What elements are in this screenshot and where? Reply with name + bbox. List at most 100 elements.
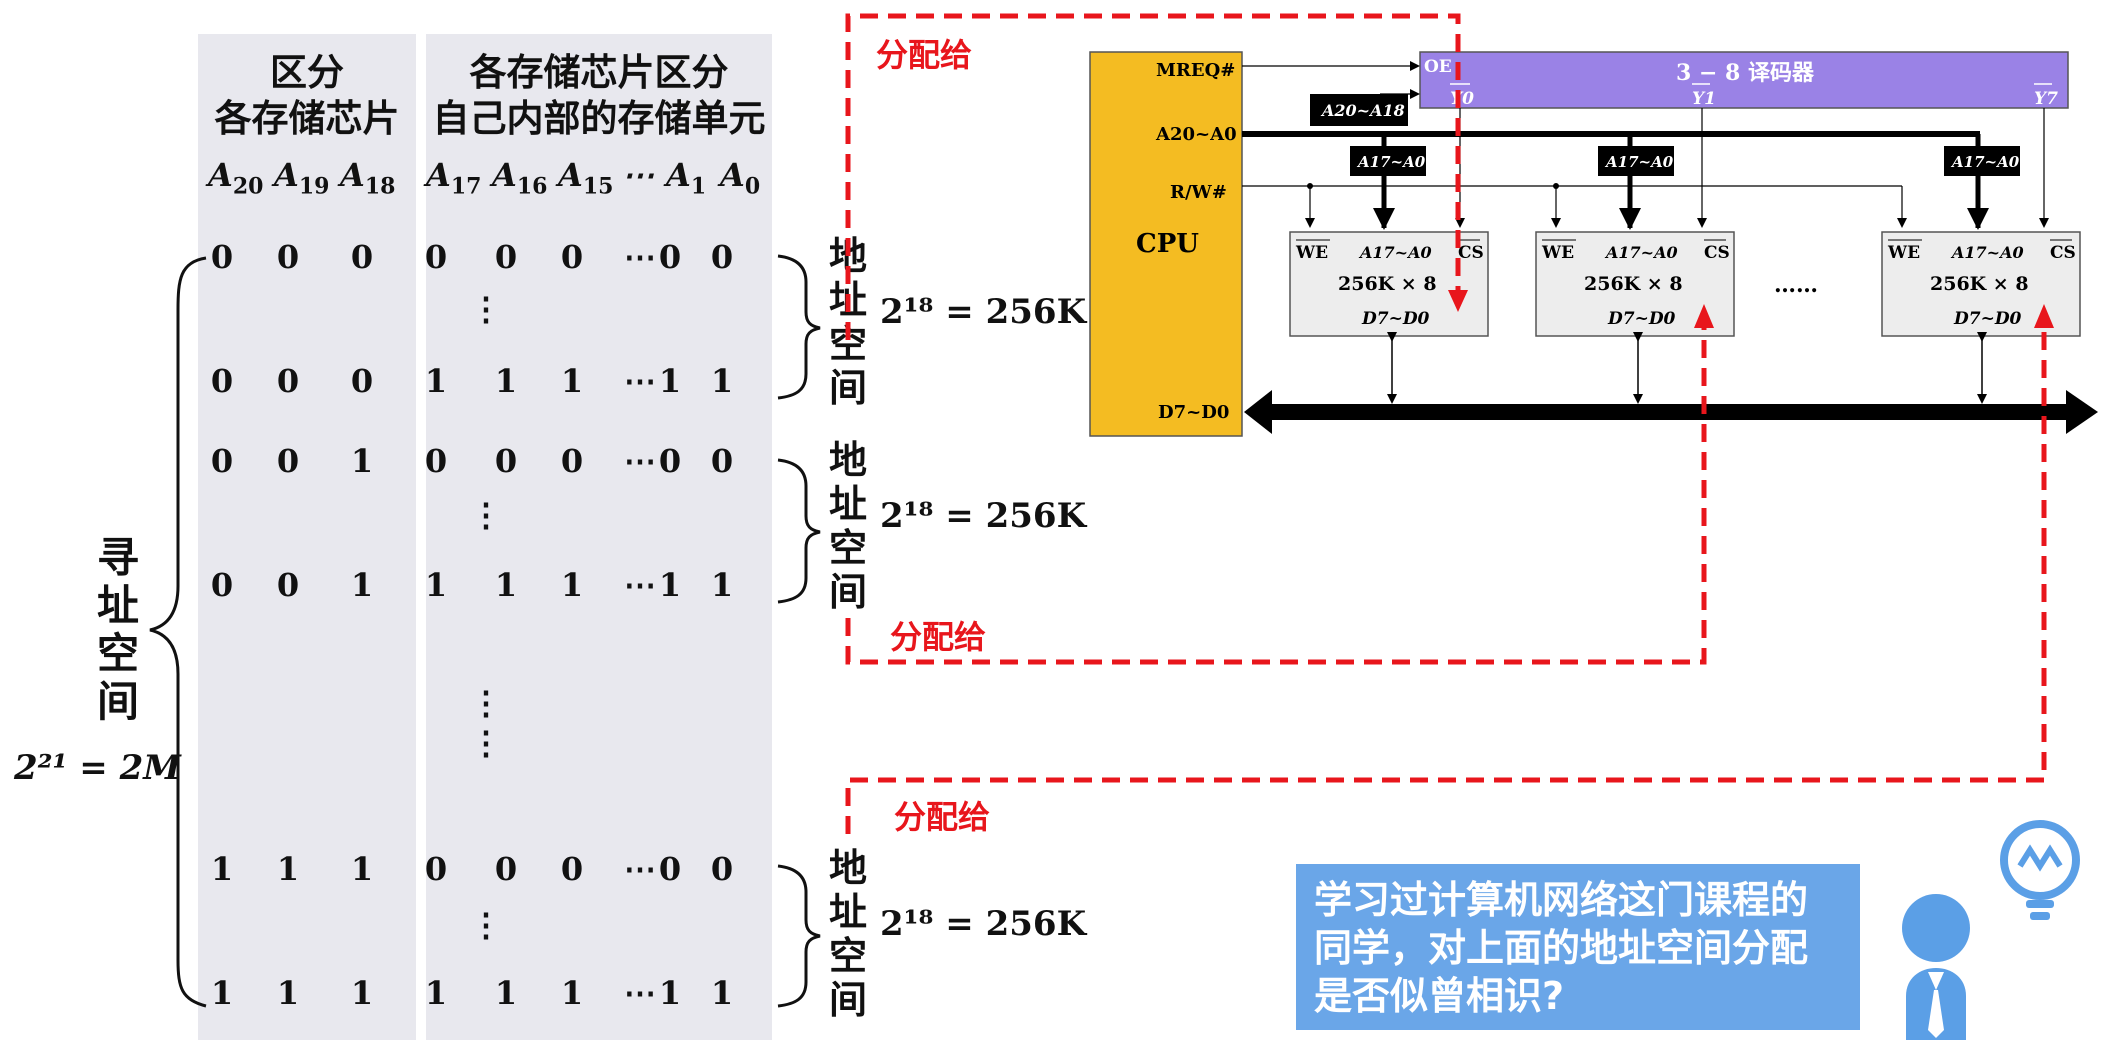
addressing-space-brace [149,256,207,1008]
address-bit-value: 0 [276,362,300,400]
address-space-brace-1 [777,254,821,400]
bus-tag-chip1 [1350,146,1426,176]
bus-tag-chip3 [1944,146,2020,176]
address-bit-value: 0 [424,442,448,480]
address-bit-value: 1 [560,974,584,1012]
bit-label: A20 [208,156,264,200]
address-bit-value: 1 [658,362,682,400]
chip-select-column [198,34,416,1040]
address-bit-value: 0 [276,566,300,604]
cpu-rw-label: R/W# [1170,182,1227,203]
svg-text:WE: WE [1541,243,1574,263]
address-bit-value: 0 [658,850,682,888]
address-bit-value: 0 [560,850,584,888]
address-bit-value: 0 [494,850,518,888]
internal-address-header: 各存储芯片区分自己内部的存储单元 [432,51,766,140]
address-bit-value: 0 [210,238,234,276]
address-bit-value: ⋯ [624,238,656,276]
bus-tag-chip3-text: A17~A0 [1950,153,2020,171]
svg-text:256K × 8: 256K × 8 [1338,273,1437,295]
decoder-y1-label: Y1 [1692,89,1716,109]
address-bit-value: ⋯ [624,974,656,1012]
memory-chip-1: WE A17~A0 CS 256K × 8 D7~D0 [1289,231,1489,337]
bit-label: A1 [666,156,707,200]
internal-address-column [426,34,772,1040]
bit-label: ⋯ [622,156,654,194]
address-bit-value: 1 [276,974,300,1012]
address-bit-value: 0 [276,442,300,480]
addressing-space-label: 寻址空间 [96,533,139,726]
svg-text:D7~D0: D7~D0 [1953,309,2022,329]
address-bit-value: 1 [560,566,584,604]
dots-1: ⋮ [470,290,502,328]
address-space-label-2: 地址空间 [828,438,867,614]
svg-text:WE: WE [1295,243,1328,263]
address-bit-value: 1 [710,362,734,400]
assign-label-1: 分配给 [876,36,973,74]
decoder-y0-label: Y0 [1450,89,1474,109]
address-bit-value: 0 [210,566,234,604]
address-bit-value: 0 [210,442,234,480]
address-bit-value: 1 [350,850,374,888]
address-bit-value: 1 [658,974,682,1012]
address-bit-value: 0 [350,238,374,276]
bit-label: A18 [340,156,396,200]
decoder-title: 3 − 8 译码器 [1676,60,1815,86]
block-size-3: 2¹⁸ = 256K [880,904,1087,944]
svg-text:A17~A0: A17~A0 [1604,243,1678,262]
dots-5: ⋮ [470,906,502,944]
cpu-d7-d0-label: D7~D0 [1158,402,1229,423]
cpu-block [1089,51,1243,437]
address-bit-value: 0 [210,362,234,400]
address-bit-value: 1 [210,850,234,888]
address-bit-value: 0 [494,442,518,480]
chip-ellipsis: …… [1774,272,1818,298]
svg-text:256K × 8: 256K × 8 [1584,273,1683,295]
bus-tag-chip1-text: A17~A0 [1356,153,1426,171]
address-bit-value: 1 [494,566,518,604]
assign-label-3: 分配给 [894,798,991,836]
address-bit-value: 1 [710,566,734,604]
address-bit-value: 0 [276,238,300,276]
svg-text:A17~A0: A17~A0 [1358,243,1432,262]
address-bit-value: 1 [424,566,448,604]
assign-label-2: 分配给 [890,618,987,656]
address-bit-value: ⋯ [624,566,656,604]
address-bit-value: 0 [658,238,682,276]
cpu-a20-a0-label: A20~A0 [1155,124,1237,145]
decoder-oe-label: OE [1424,57,1452,77]
svg-text:CS: CS [1458,243,1484,263]
address-bit-value: 1 [494,974,518,1012]
address-bit-value: 1 [658,566,682,604]
assign-path-3 [845,316,2047,834]
person-lightbulb-icon [1902,820,2080,1040]
svg-text:D7~D0: D7~D0 [1361,309,1430,329]
svg-text:WE: WE [1887,243,1920,263]
bit-label: A19 [274,156,330,200]
address-space-brace-2 [777,458,821,604]
address-bit-value: 0 [424,238,448,276]
cpu-mreq-label: MREQ# [1156,60,1235,81]
address-bit-value: 1 [424,362,448,400]
bus-tag-chip2-text: A17~A0 [1604,153,1674,171]
address-bit-value: 0 [710,442,734,480]
discussion-note: 学习过计算机网络这门课程的同学，对上面的地址空间分配是否似曾相识? [1296,864,1860,1030]
assign-path-1 [845,13,1461,340]
dots-4: ⋮ [470,724,502,762]
dots-2: ⋮ [470,496,502,534]
address-bit-value: 1 [276,850,300,888]
svg-text:A17~A0: A17~A0 [1950,243,2024,262]
address-bit-value: ⋯ [624,850,656,888]
address-bit-value: 1 [710,974,734,1012]
block-size-2: 2¹⁸ = 256K [880,496,1087,536]
address-bit-value: 0 [350,362,374,400]
address-bit-value: 0 [560,238,584,276]
address-bit-value: ⋯ [624,442,656,480]
decoder-y7-label: Y7 [2034,89,2058,109]
addressing-space-size: 2²¹ = 2M [14,748,181,788]
address-space-brace-3 [777,864,821,1008]
address-bit-value: 1 [560,362,584,400]
address-bit-value: 0 [424,850,448,888]
